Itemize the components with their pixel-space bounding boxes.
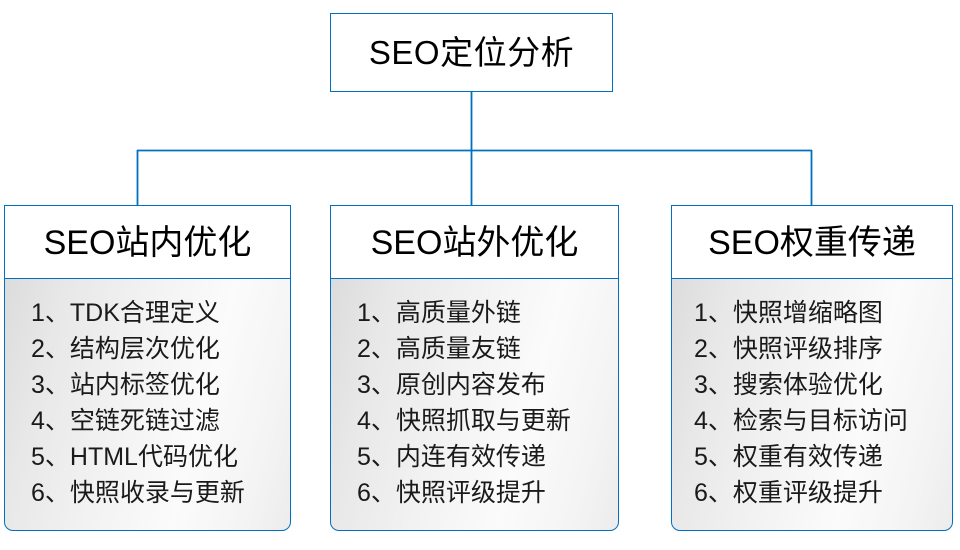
branch-column-2: SEO站外优化 1、高质量外链 2、高质量友链 3、原创内容发布 4、快照抓取与… <box>330 205 619 532</box>
branch-header-1[interactable]: SEO站内优化 <box>4 205 291 280</box>
list-item: 2、快照评级排序 <box>694 335 883 364</box>
branch-header-2[interactable]: SEO站外优化 <box>330 205 619 280</box>
list-item: 5、HTML代码优化 <box>31 443 238 472</box>
list-item: 4、空链死链过滤 <box>31 407 220 436</box>
list-item: 6、快照收录与更新 <box>31 479 245 508</box>
branch-body-3: 1、快照增缩略图 2、快照评级排序 3、搜索体验优化 4、检索与目标访问 5、权… <box>671 278 953 532</box>
branch-body-1: 1、TDK合理定义 2、结构层次优化 3、站内标签优化 4、空链死链过滤 5、H… <box>4 278 291 532</box>
list-item: 6、权重评级提升 <box>694 479 883 508</box>
branch-header-label: SEO站内优化 <box>43 223 252 262</box>
list-item: 6、快照评级提升 <box>357 479 546 508</box>
branch-item-list-3: 1、快照增缩略图 2、快照评级排序 3、搜索体验优化 4、检索与目标访问 5、权… <box>672 295 952 511</box>
list-item: 3、站内标签优化 <box>31 371 220 400</box>
list-item: 4、快照抓取与更新 <box>357 407 571 436</box>
list-item: 2、结构层次优化 <box>31 335 220 364</box>
root-node[interactable]: SEO定位分析 <box>330 13 613 92</box>
branch-item-list-1: 1、TDK合理定义 2、结构层次优化 3、站内标签优化 4、空链死链过滤 5、H… <box>5 295 290 511</box>
root-node-label: SEO定位分析 <box>368 34 575 71</box>
list-item: 4、检索与目标访问 <box>694 407 908 436</box>
list-item: 1、TDK合理定义 <box>31 299 220 328</box>
branch-column-1: SEO站内优化 1、TDK合理定义 2、结构层次优化 3、站内标签优化 4、空链… <box>4 205 291 532</box>
branch-column-3: SEO权重传递 1、快照增缩略图 2、快照评级排序 3、搜索体验优化 4、检索与… <box>671 205 953 532</box>
list-item: 5、内连有效传递 <box>357 443 546 472</box>
branch-item-list-2: 1、高质量外链 2、高质量友链 3、原创内容发布 4、快照抓取与更新 5、内连有… <box>331 295 618 511</box>
branch-body-2: 1、高质量外链 2、高质量友链 3、原创内容发布 4、快照抓取与更新 5、内连有… <box>330 278 619 532</box>
branch-header-3[interactable]: SEO权重传递 <box>671 205 953 280</box>
list-item: 3、原创内容发布 <box>357 371 546 400</box>
list-item: 5、权重有效传递 <box>694 443 883 472</box>
branch-header-label: SEO站外优化 <box>370 223 579 262</box>
list-item: 2、高质量友链 <box>357 335 521 364</box>
list-item: 1、快照增缩略图 <box>694 299 883 328</box>
list-item: 3、搜索体验优化 <box>694 371 883 400</box>
branch-header-label: SEO权重传递 <box>708 223 916 262</box>
list-item: 1、高质量外链 <box>357 299 521 328</box>
